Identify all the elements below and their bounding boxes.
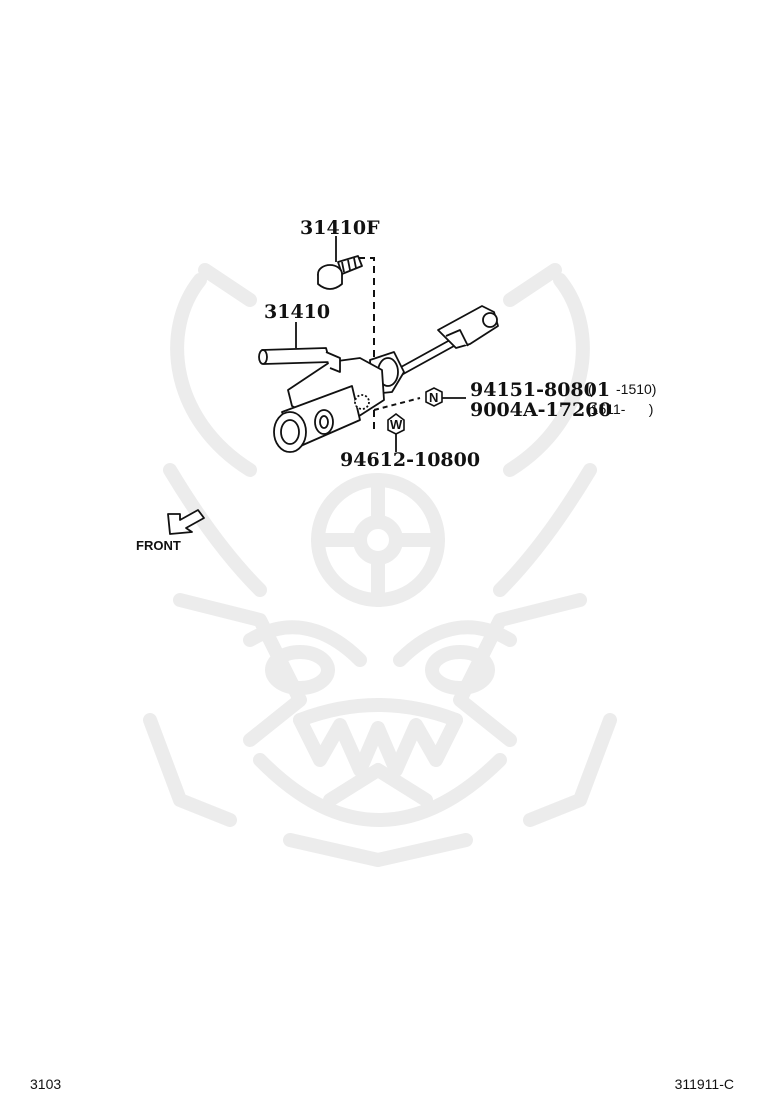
part-label-9004a-17260[interactable]: 9004A-17260 xyxy=(470,399,612,421)
part-label-94151-80801[interactable]: 94151-80801 xyxy=(470,379,610,401)
leader-lines xyxy=(295,236,466,452)
illustration-code-right: 311911-C xyxy=(674,1076,734,1092)
master-cylinder-icon xyxy=(258,305,499,453)
front-label: FRONT xyxy=(136,538,181,553)
nut-icon: N xyxy=(425,387,443,407)
washer-marker-label: W xyxy=(390,417,403,432)
part-label-31410f[interactable]: 31410F xyxy=(300,217,380,239)
watermark-logo-icon xyxy=(143,263,617,867)
part-range-9004a-17260: (1511- ) xyxy=(586,401,653,417)
part-range-94151-80801: ( -1510) xyxy=(588,381,656,397)
front-arrow-icon xyxy=(167,509,205,535)
bolt-icon xyxy=(317,255,363,290)
part-label-94612-10800[interactable]: 94612-10800 xyxy=(340,449,480,471)
nut-marker-label: N xyxy=(429,390,438,405)
washer-icon: W xyxy=(387,413,405,435)
illustration-code-left: 3103 xyxy=(30,1076,62,1092)
part-label-31410[interactable]: 31410 xyxy=(264,301,330,323)
